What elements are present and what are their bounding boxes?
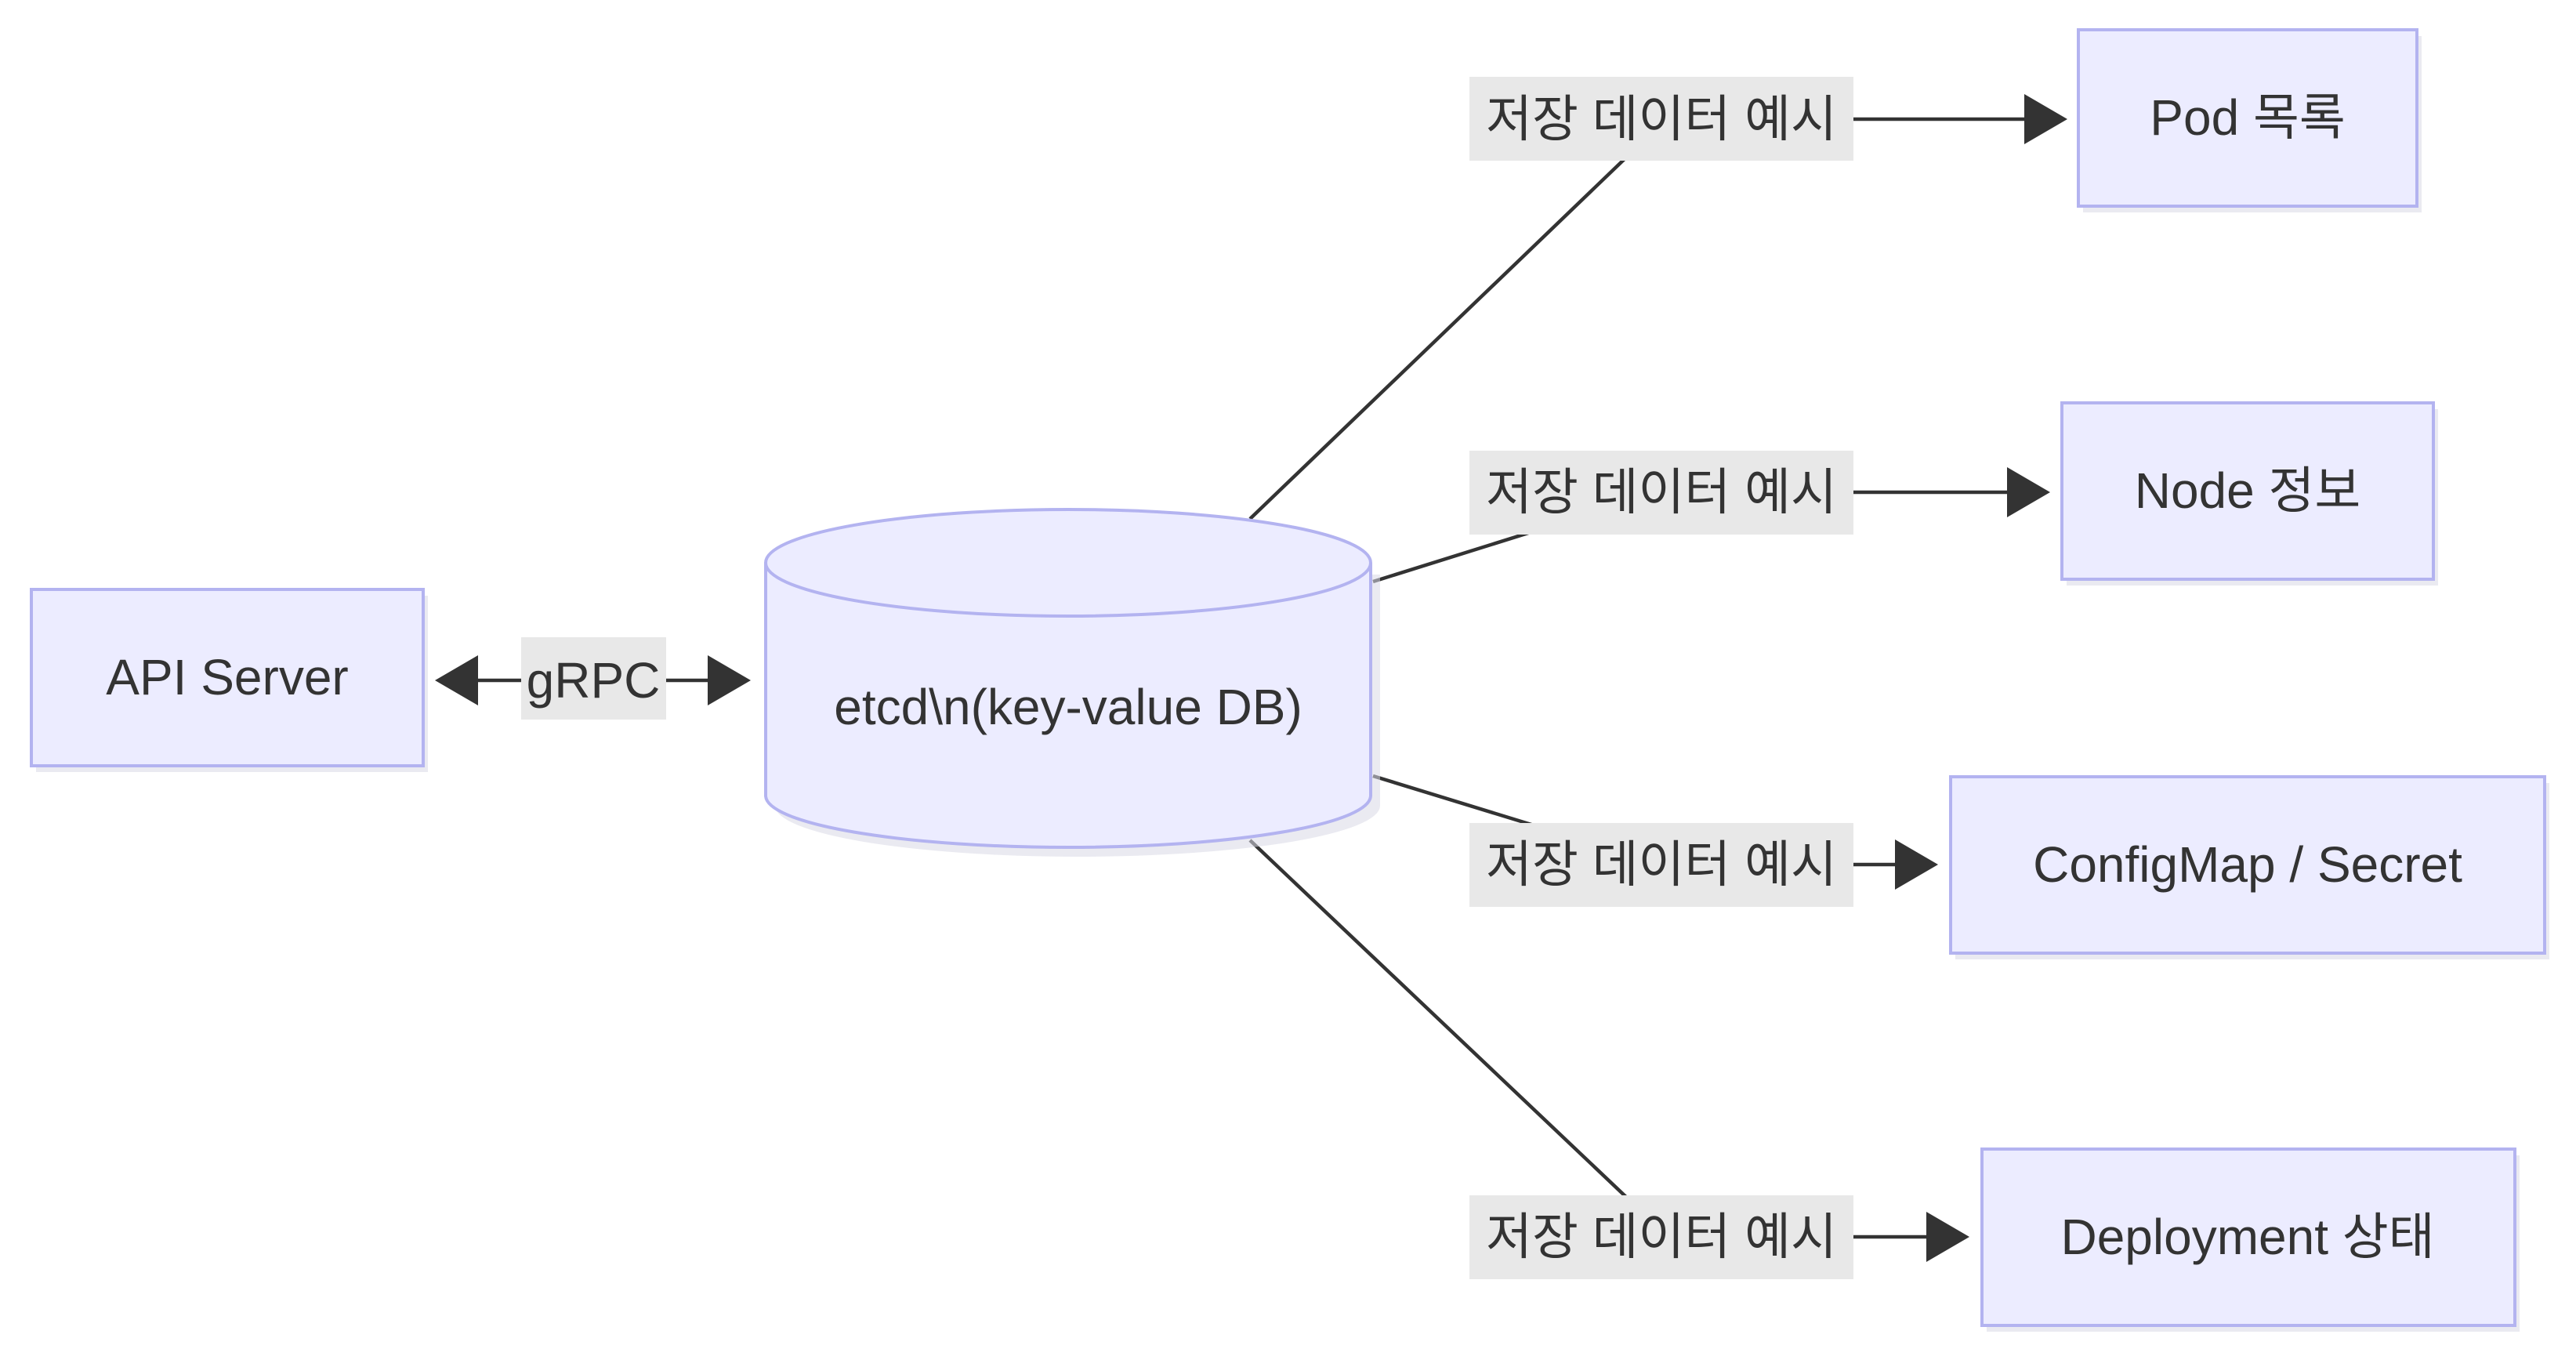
edge-grpc: gRPC [435, 637, 751, 720]
edge-grpc-label: gRPC [527, 652, 661, 709]
node-api-server[interactable]: API Server [30, 588, 428, 772]
node-node-info[interactable]: Node 정보 [2060, 401, 2438, 586]
edge-to-node-label-bg [1469, 451, 1853, 535]
etcd-cylinder-body [764, 563, 1372, 849]
node-deployment-status-label: Deployment 상태 [2060, 1209, 2434, 1265]
node-api-server-box [30, 588, 425, 767]
node-deployment-status-box [1980, 1148, 2516, 1327]
node-configmap-secret[interactable]: ConfigMap / Secret [1949, 775, 2549, 959]
edge-to-configmap: 저장 데이터 예시 [1372, 774, 1938, 907]
node-node-info-label: Node 정보 [2135, 462, 2361, 519]
node-node-info-box [2060, 401, 2435, 581]
node-configmap-secret-label: ConfigMap / Secret [2033, 836, 2462, 893]
edge-grpc-label-bg [521, 637, 666, 720]
edge-to-pod-label-bg [1469, 77, 1853, 161]
node-pod-list[interactable]: Pod 목록 [2077, 28, 2422, 212]
edge-to-deployment-label: 저장 데이터 예시 [1486, 1209, 1837, 1265]
node-etcd-label: etcd\n(key-value DB) [834, 679, 1302, 735]
edge-to-pod-arrow-head [2024, 94, 2067, 144]
etcd-cylinder-top [764, 508, 1372, 618]
node-api-server-label: API Server [106, 649, 348, 705]
arrow-right-head [708, 655, 751, 705]
edge-to-deployment: 저장 데이터 예시 [1248, 839, 1969, 1279]
edge-to-node: 저장 데이터 예시 [1372, 451, 2050, 584]
node-deployment-status[interactable]: Deployment 상태 [1980, 1148, 2520, 1332]
edge-to-pod-label: 저장 데이터 예시 [1486, 91, 1837, 147]
edge-to-node-arrow-head [2007, 467, 2050, 517]
edge-to-configmap-label: 저장 데이터 예시 [1486, 836, 1837, 893]
edge-to-configmap-arrow-head [1895, 839, 1938, 890]
edge-to-node-label: 저장 데이터 예시 [1486, 464, 1837, 520]
edge-to-pod-diagonal [1248, 154, 1630, 520]
edge-to-deployment-arrow-head [1926, 1212, 1969, 1262]
edge-to-deployment-diagonal [1248, 839, 1630, 1201]
node-etcd[interactable]: etcd\n(key-value DB) [764, 508, 1380, 857]
edge-to-deployment-label-bg [1469, 1195, 1853, 1279]
edge-to-configmap-label-bg [1469, 823, 1853, 907]
node-configmap-secret-box [1949, 775, 2546, 955]
node-pod-list-box [2077, 28, 2418, 208]
node-pod-list-label: Pod 목록 [2150, 89, 2345, 146]
edge-to-pod: 저장 데이터 예시 [1248, 77, 2067, 520]
arrow-left-head [435, 655, 478, 705]
